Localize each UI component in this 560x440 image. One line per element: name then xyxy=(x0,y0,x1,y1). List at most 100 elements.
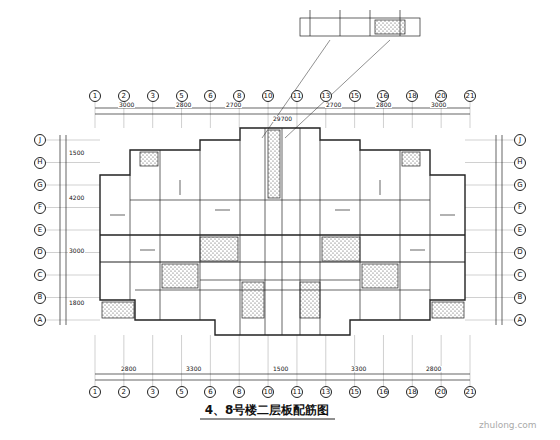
axis-bubble: D xyxy=(514,247,526,259)
axis-number: A xyxy=(38,317,43,324)
axis-bubble: 8 xyxy=(233,386,245,398)
axis-line xyxy=(354,102,355,128)
axis-number: 21 xyxy=(466,389,475,396)
axis-line xyxy=(465,275,514,276)
axis-number: 21 xyxy=(466,93,475,100)
axis-line xyxy=(268,335,269,386)
drawing-title: 4、8号楼二层板配筋图 xyxy=(204,404,331,416)
axis-number: A xyxy=(518,317,523,324)
axis-line xyxy=(210,102,211,128)
axis-bubble: 2 xyxy=(118,386,130,398)
axis-number: 18 xyxy=(408,93,417,100)
axis-line xyxy=(470,102,471,128)
dimension: 3300 xyxy=(350,366,367,372)
axis-bubble: G xyxy=(514,179,526,191)
axis-number: 6 xyxy=(208,93,212,100)
axis-number: 8 xyxy=(237,93,241,100)
axis-line xyxy=(412,335,413,386)
axis-line xyxy=(383,335,384,386)
axis-bubble: J xyxy=(514,134,526,146)
dimension: 2700 xyxy=(225,102,242,108)
axis-number: 6 xyxy=(208,389,212,396)
axis-line xyxy=(46,162,100,163)
axis-number: G xyxy=(517,182,522,189)
dimension: 2800 xyxy=(120,366,137,372)
axis-line xyxy=(470,335,471,386)
axis-number: D xyxy=(517,249,522,256)
axis-bubble: E xyxy=(514,224,526,236)
axis-bubble: 10 xyxy=(262,386,274,398)
axis-line xyxy=(465,320,514,321)
axis-number: 10 xyxy=(264,389,273,396)
axis-number: 18 xyxy=(408,389,417,396)
axis-bubble: J xyxy=(34,134,46,146)
axis-bubble: F xyxy=(34,202,46,214)
axis-bubble: F xyxy=(514,202,526,214)
axis-bubble: 13 xyxy=(320,386,332,398)
axis-number: G xyxy=(37,182,42,189)
axis-line xyxy=(210,335,211,386)
axis-bubble: B xyxy=(514,292,526,304)
axis-bubble: 11 xyxy=(291,90,303,102)
dimension: 2800 xyxy=(425,366,442,372)
axis-line xyxy=(354,335,355,386)
axis-line xyxy=(46,185,100,186)
dimension: 1800 xyxy=(68,300,85,306)
axis-bubble: H xyxy=(514,157,526,169)
axis-line xyxy=(268,102,269,128)
axis-bubble: 8 xyxy=(233,90,245,102)
axis-bubble: 11 xyxy=(291,386,303,398)
dimension: 4200 xyxy=(68,195,85,201)
axis-number: J xyxy=(39,137,41,144)
axis-number: 15 xyxy=(350,389,359,396)
axis-line xyxy=(239,335,240,386)
axis-number: 13 xyxy=(321,389,330,396)
axis-number: 10 xyxy=(264,93,273,100)
axis-number: 2 xyxy=(122,389,126,396)
dimension: 1500 xyxy=(272,366,289,372)
watermark: zhulong.com xyxy=(478,421,538,430)
axis-bubble: 1 xyxy=(89,90,101,102)
axis-number: 3 xyxy=(150,93,154,100)
axis-line xyxy=(46,230,100,231)
axis-bubble: C xyxy=(34,269,46,281)
axis-line xyxy=(325,335,326,386)
axis-bubble: H xyxy=(34,157,46,169)
axis-number: C xyxy=(38,272,43,279)
axis-number: 3 xyxy=(150,389,154,396)
dimension: 3300 xyxy=(185,366,202,372)
axis-bubble: 21 xyxy=(464,90,476,102)
axis-bubble: 3 xyxy=(147,386,159,398)
axis-bubble: 21 xyxy=(464,386,476,398)
axis-number: C xyxy=(518,272,523,279)
axis-number: 5 xyxy=(179,389,183,396)
axis-bubble: 16 xyxy=(377,90,389,102)
axis-line xyxy=(181,335,182,386)
axis-line xyxy=(465,230,514,231)
axis-line xyxy=(412,102,413,128)
axis-bubble: 20 xyxy=(435,90,447,102)
axis-bubble: 10 xyxy=(262,90,274,102)
dimension: 2800 xyxy=(175,102,192,108)
dimension: 3000 xyxy=(430,102,447,108)
axis-number: E xyxy=(518,227,522,234)
axis-bubble: 15 xyxy=(349,90,361,102)
axis-line xyxy=(465,297,514,298)
dimension: 1500 xyxy=(68,150,85,156)
axis-number: H xyxy=(37,159,42,166)
axis-number: B xyxy=(518,294,523,301)
axis-number: H xyxy=(517,159,522,166)
axis-number: 5 xyxy=(179,93,183,100)
axis-line xyxy=(465,185,514,186)
axis-line xyxy=(46,297,100,298)
axis-number: B xyxy=(38,294,43,301)
axis-line xyxy=(441,335,442,386)
axis-bubble: A xyxy=(34,314,46,326)
axis-line xyxy=(46,320,100,321)
dimension: 3000 xyxy=(68,248,85,254)
axis-line xyxy=(46,207,100,208)
axis-bubble: 2 xyxy=(118,90,130,102)
axis-number: 20 xyxy=(437,389,446,396)
axis-number: F xyxy=(38,204,42,211)
axis-line xyxy=(465,207,514,208)
